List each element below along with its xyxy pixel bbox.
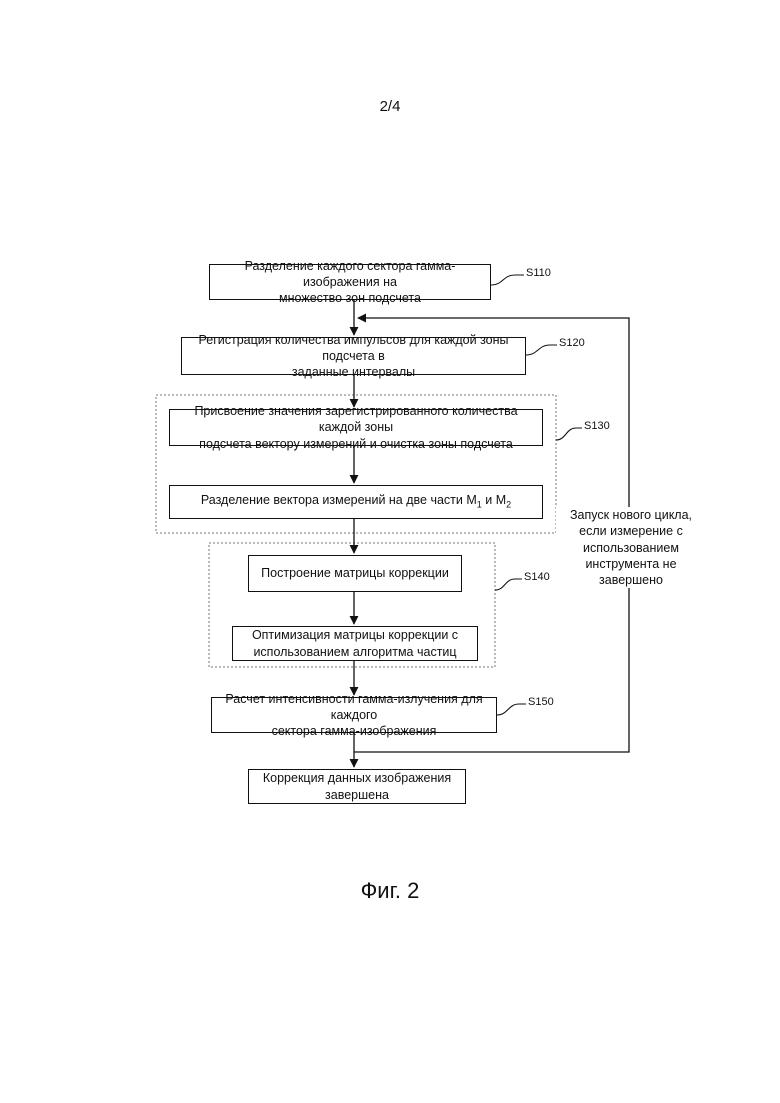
step-s130-box-split: Разделение вектора измерений на две част… <box>169 485 543 519</box>
step-s140-optimize-line1: Оптимизация матрицы коррекции с <box>252 627 458 643</box>
step-s110-line2: множество зон подсчета <box>216 290 484 306</box>
leader-s110 <box>491 275 524 285</box>
step-s140-box-build: Построение матрицы коррекции <box>248 555 462 592</box>
step-s150-label: S150 <box>528 696 554 708</box>
loop-label-line1: Запуск нового цикла, <box>556 507 706 523</box>
step-s140-box-optimize: Оптимизация матрицы коррекции с использо… <box>232 626 478 661</box>
loop-label-line3: использованием <box>556 540 706 556</box>
leader-s130 <box>556 428 582 440</box>
leader-s150 <box>497 704 526 715</box>
step-s120-box: Регистрация количества импульсов для каж… <box>181 337 526 375</box>
step-s130-box-assign: Присвоение значения зарегистрированного … <box>169 409 543 446</box>
step-s120-line1: Регистрация количества импульсов для каж… <box>188 332 519 365</box>
step-s150-line1: Расчет интенсивности гамма-излучения для… <box>218 691 490 724</box>
final-step-text: Коррекция данных изображения завершена <box>255 770 459 803</box>
step-s110-label: S110 <box>526 267 551 279</box>
step-s130-assign-line1: Присвоение значения зарегистрированного … <box>176 403 536 436</box>
step-s150-box: Расчет интенсивности гамма-излучения для… <box>211 697 497 733</box>
step-s120-line2: заданные интервалы <box>188 364 519 380</box>
loop-condition-label: Запуск нового цикла, если измерение с ис… <box>556 507 706 588</box>
step-s110-box: Разделение каждого сектора гамма-изображ… <box>209 264 491 300</box>
step-s120-label: S120 <box>559 337 585 349</box>
step-s140-build-text: Построение матрицы коррекции <box>261 565 449 581</box>
step-s130-label: S130 <box>584 420 610 432</box>
figure-caption: Фиг. 2 <box>0 878 780 904</box>
step-s130-split-text: Разделение вектора измерений на две част… <box>201 492 511 511</box>
final-step-box: Коррекция данных изображения завершена <box>248 769 466 804</box>
step-s130-assign-line2: подсчета вектору измерений и очистка зон… <box>176 436 536 452</box>
step-s140-optimize-line2: использованием алгоритма частиц <box>252 644 458 660</box>
loop-label-line2: если измерение с <box>556 523 706 539</box>
leader-s120 <box>526 345 557 355</box>
step-s110-line1: Разделение каждого сектора гамма-изображ… <box>216 258 484 291</box>
step-s140-label: S140 <box>524 571 550 583</box>
leader-s140 <box>495 579 522 590</box>
step-s150-line2: сектора гамма-изображения <box>218 723 490 739</box>
loop-label-line4: инструмента не завершено <box>556 556 706 589</box>
